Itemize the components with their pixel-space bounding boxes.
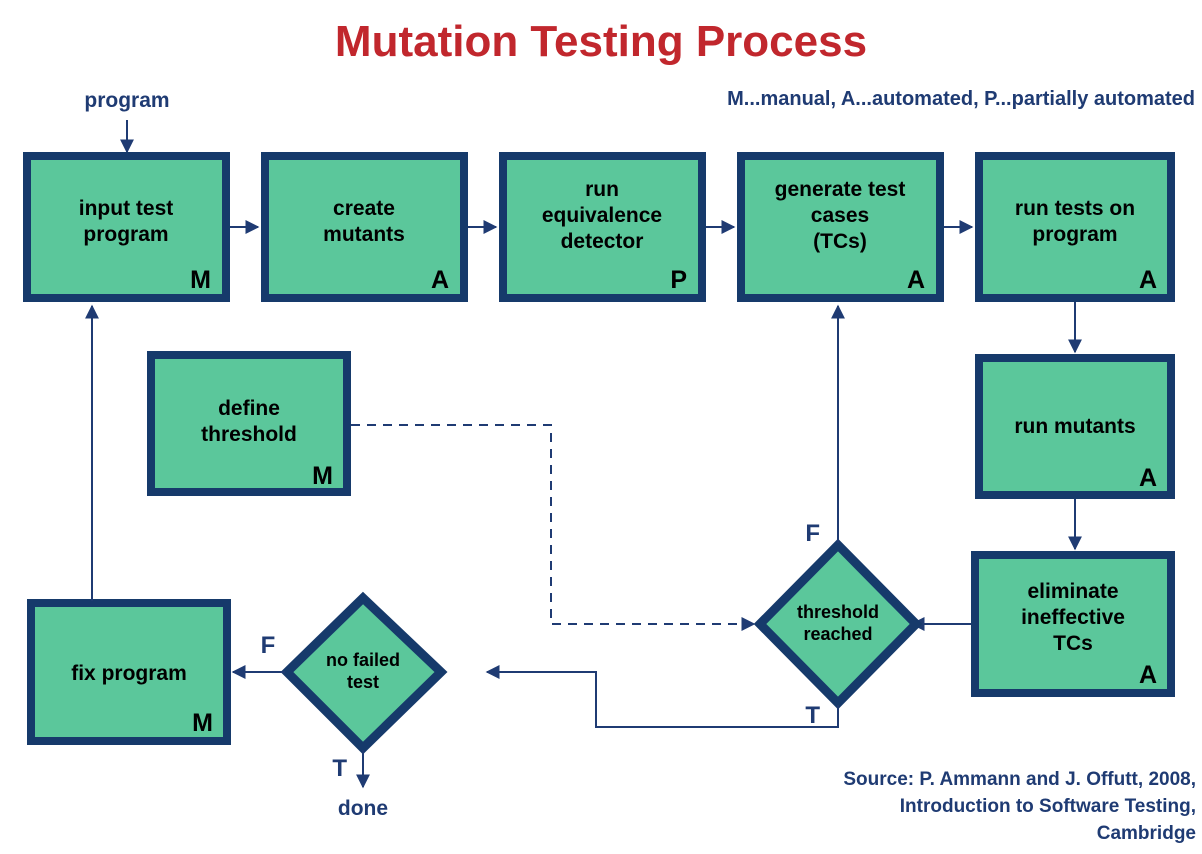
node-create-mutants-line1: create (333, 197, 395, 220)
node-eliminate-ineffective-tcs[interactable]: eliminate ineffective TCs A (971, 551, 1175, 697)
node-no-failed-test[interactable]: no failed test (280, 591, 448, 755)
node-run-equivalence-detector-automation: P (670, 266, 687, 294)
node-generate-test-cases-line3: (TCs) (813, 230, 867, 253)
node-generate-test-cases-automation: A (907, 266, 925, 294)
source-line2: Introduction to Software Testing, (900, 796, 1196, 817)
node-threshold-reached[interactable]: threshold reached (753, 538, 923, 710)
node-run-tests-on-program-line2: program (1032, 223, 1117, 246)
node-run-equivalence-detector-line3: detector (561, 230, 644, 253)
edge-label-no-failed-false: F (261, 632, 276, 659)
node-run-equivalence-detector-line2: equivalence (542, 204, 662, 227)
page-title: Mutation Testing Process (335, 17, 867, 66)
input-program-label: program (84, 89, 169, 112)
node-generate-test-cases-line1: generate test (775, 178, 906, 201)
node-eliminate-ineffective-tcs-line1: eliminate (1027, 580, 1118, 603)
node-create-mutants-line2: mutants (323, 223, 405, 246)
node-eliminate-ineffective-tcs-line2: ineffective (1021, 606, 1125, 629)
node-fix-program-automation: M (192, 709, 213, 737)
node-run-equivalence-detector[interactable]: run equivalence detector P (499, 152, 706, 302)
node-eliminate-ineffective-tcs-line3: TCs (1053, 632, 1093, 655)
edge-label-threshold-true: T (805, 702, 820, 729)
node-run-equivalence-detector-line1: run (585, 178, 619, 201)
node-define-threshold-line2: threshold (201, 423, 297, 446)
node-threshold-reached-line1: threshold (797, 602, 879, 622)
node-run-mutants-automation: A (1139, 464, 1157, 492)
node-define-threshold[interactable]: define threshold M (147, 351, 351, 496)
node-fix-program[interactable]: fix program M (27, 599, 231, 745)
terminal-done-label: done (338, 797, 388, 820)
node-generate-test-cases-line2: cases (811, 204, 869, 227)
node-run-mutants[interactable]: run mutants A (975, 354, 1175, 499)
node-define-threshold-line1: define (218, 397, 280, 420)
node-generate-test-cases[interactable]: generate test cases (TCs) A (737, 152, 944, 302)
node-no-failed-test-line1: no failed (326, 650, 400, 670)
node-no-failed-test-line2: test (347, 672, 379, 692)
node-run-tests-on-program-line1: run tests on (1015, 197, 1135, 220)
node-threshold-reached-line2: reached (803, 624, 872, 644)
node-run-tests-on-program-automation: A (1139, 266, 1157, 294)
node-fix-program-line1: fix program (71, 662, 187, 685)
connector-threshold-reached-true-to-no-failed-test (485, 665, 839, 728)
edge-label-no-failed-true: T (332, 755, 347, 782)
node-eliminate-ineffective-tcs-automation: A (1139, 661, 1157, 689)
legend-text: M...manual, A...automated, P...partially… (727, 88, 1195, 110)
node-create-mutants[interactable]: create mutants A (261, 152, 468, 302)
node-input-test-program-automation: M (190, 266, 211, 294)
connector-define-threshold-to-threshold-reached (351, 424, 756, 631)
node-run-tests-on-program[interactable]: run tests on program A (975, 152, 1175, 302)
node-create-mutants-automation: A (431, 266, 449, 294)
source-line3: Cambridge (1097, 823, 1196, 844)
node-run-mutants-line1: run mutants (1014, 415, 1135, 438)
source-line1: Source: P. Ammann and J. Offutt, 2008, (843, 769, 1196, 790)
node-input-test-program-line1: input test (79, 197, 174, 220)
node-define-threshold-automation: M (312, 462, 333, 490)
edge-label-threshold-false: F (805, 520, 820, 547)
node-input-test-program[interactable]: input test program M (23, 152, 230, 302)
node-input-test-program-line2: program (83, 223, 168, 246)
